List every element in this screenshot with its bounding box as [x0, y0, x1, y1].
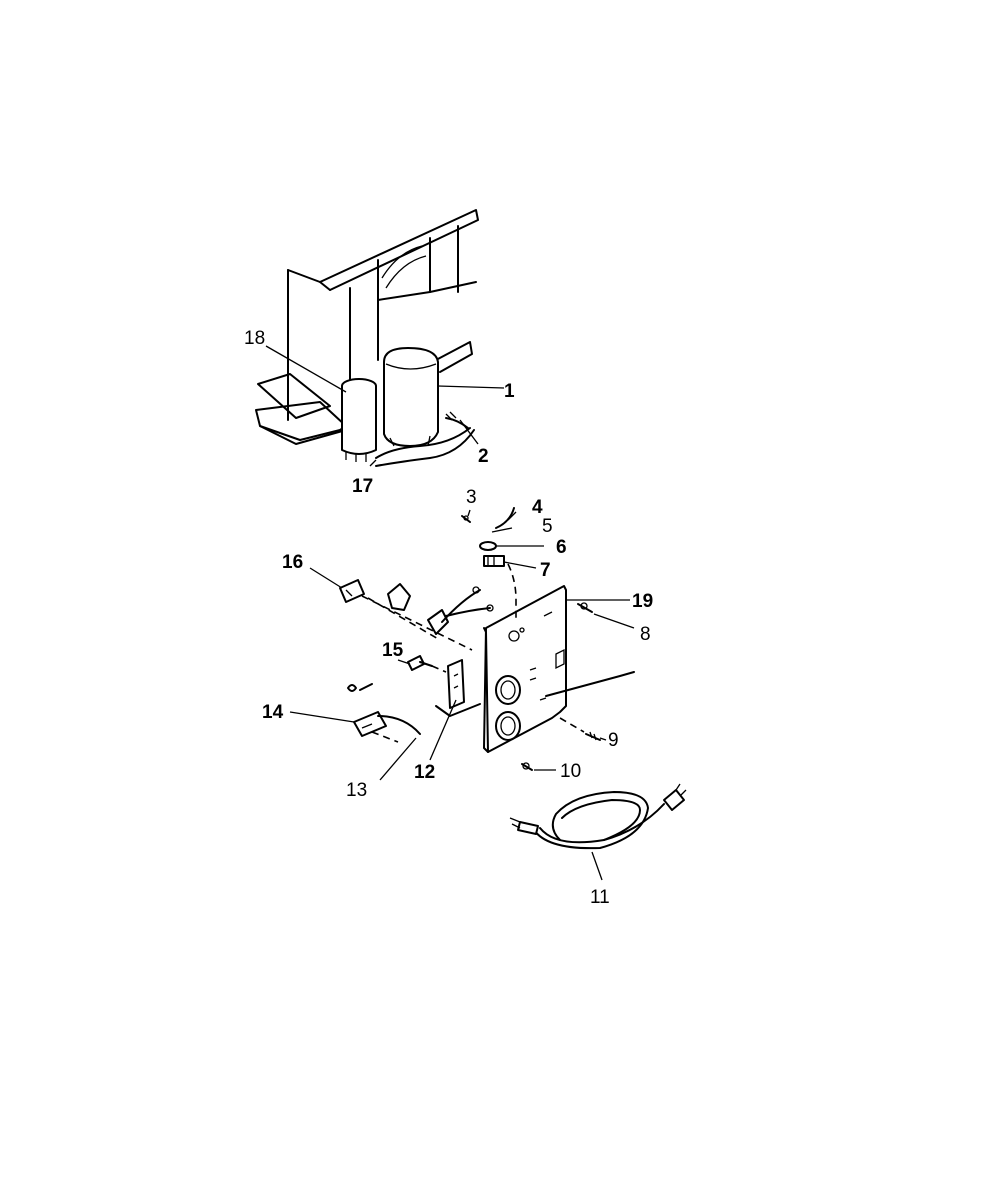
screw-15 [407, 655, 447, 673]
callout-15: 15 [382, 640, 404, 661]
power-cord [509, 783, 687, 850]
screw-9 [559, 717, 601, 741]
mounting-bracket [435, 659, 481, 717]
callout-8: 8 [640, 624, 651, 645]
relay-box [353, 711, 421, 743]
callout-9: 9 [608, 730, 619, 751]
compressor-wire-lead [445, 411, 469, 429]
callout-5: 5 [542, 516, 553, 537]
small-clip [347, 683, 373, 692]
terminal-block [339, 579, 473, 651]
callout-11: 11 [590, 887, 610, 908]
callout-10: 10 [560, 761, 581, 782]
housing-assembly [255, 209, 479, 467]
callout-3: 3 [466, 487, 477, 508]
callout-2: 2 [478, 446, 489, 467]
callout-4: 4 [532, 497, 543, 518]
screw-8 [577, 602, 593, 613]
screw-10 [521, 762, 533, 771]
thermostat-assembly [367, 583, 494, 641]
callout-7: 7 [540, 560, 551, 581]
callout-19: 19 [632, 591, 653, 612]
control-mounting-plate [483, 585, 567, 753]
callout-6: 6 [556, 537, 567, 558]
callout-17: 17 [352, 476, 373, 497]
plate-cord-lead [545, 671, 635, 697]
compressor [383, 347, 439, 447]
leader-lines [265, 345, 635, 881]
callout-12: 12 [414, 762, 435, 783]
callout-1: 1 [504, 381, 515, 402]
callout-13: 13 [346, 780, 367, 801]
callout-18: 18 [244, 328, 265, 349]
callout-16: 16 [282, 552, 303, 573]
run-capacitor [341, 378, 377, 462]
switch-fittings [461, 507, 517, 620]
callout-14: 14 [262, 702, 284, 723]
callout-labels: 1 2 3 4 5 6 7 8 9 10 11 12 13 14 15 16 1… [244, 328, 653, 908]
